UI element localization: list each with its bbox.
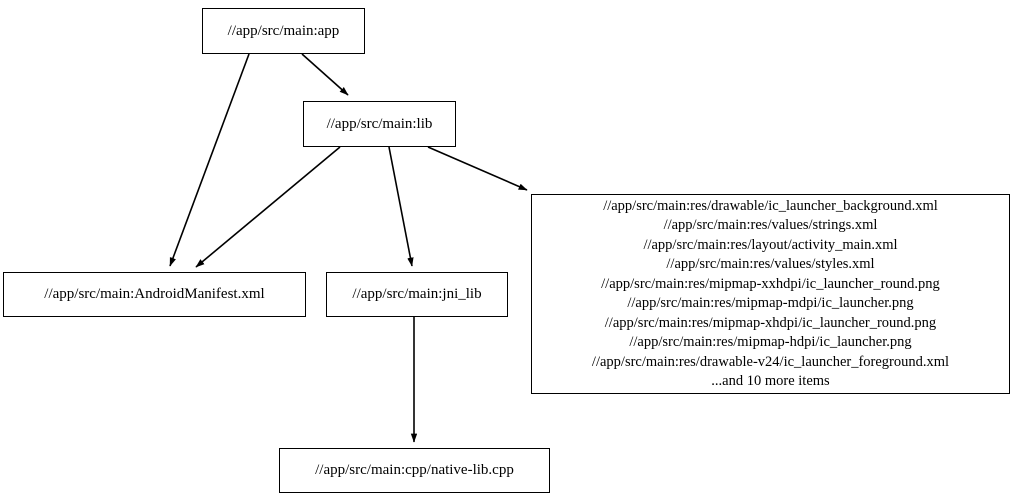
graph-node-lib[interactable]: //app/src/main:lib (303, 101, 456, 147)
graph-node-native-lib[interactable]: //app/src/main:cpp/native-lib.cpp (279, 448, 550, 493)
graph-node-app-label: //app/src/main:app (227, 22, 340, 39)
graph-node-android-manifest[interactable]: //app/src/main:AndroidManifest.xml (3, 272, 306, 317)
edge-app-to-lib (301, 53, 349, 96)
graph-node-native-lib-label: //app/src/main:cpp/native-lib.cpp (315, 462, 514, 478)
graph-node-jni-lib[interactable]: //app/src/main:jni_lib (326, 272, 508, 317)
graph-node-app[interactable]: //app/src/main:app (202, 8, 365, 54)
graph-node-jni-lib-label: //app/src/main:jni_lib (352, 286, 482, 302)
graph-node-android-manifest-label: //app/src/main:AndroidManifest.xml (44, 286, 265, 302)
edge-lib-to-manifest (195, 146, 341, 268)
graph-node-resources-label: //app/src/main:res/drawable/ic_launcher_… (591, 197, 950, 390)
edge-lib-to-jni-lib (388, 146, 414, 267)
edge-lib-to-resources (427, 146, 528, 191)
graph-node-lib-label: //app/src/main:lib (326, 115, 433, 132)
graph-node-resources[interactable]: //app/src/main:res/drawable/ic_launcher_… (531, 194, 1010, 394)
edge-app-to-manifest (169, 53, 250, 267)
